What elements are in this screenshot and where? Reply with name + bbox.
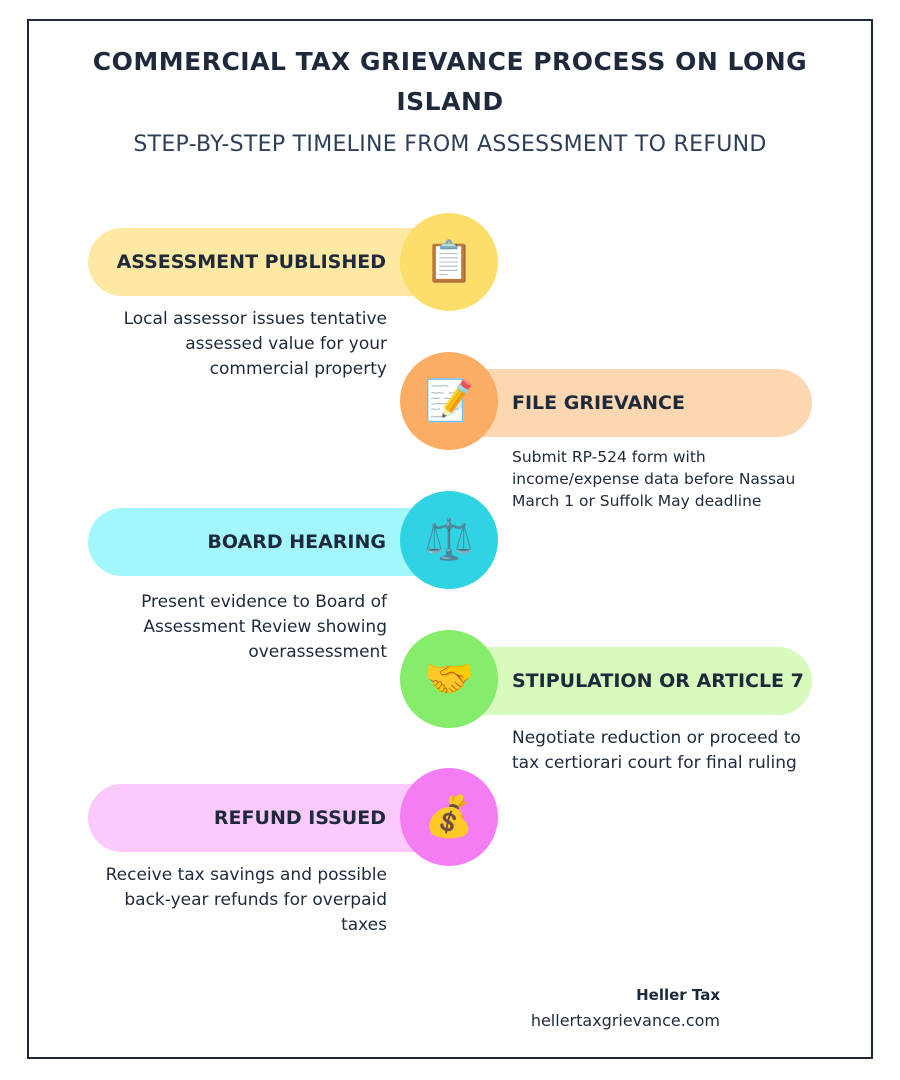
step-description: Negotiate reduction or proceed to tax ce…: [512, 728, 801, 773]
step-description: Submit RP-524 form with income/expense d…: [512, 448, 796, 510]
step-label: ASSESSMENT PUBLISHED: [116, 251, 386, 273]
website-url[interactable]: hellertaxgrievance.com: [530, 1011, 720, 1030]
step-board-hearing-pill: BOARD HEARING: [88, 508, 450, 576]
step-file-grievance-pill: FILE GRIEVANCE: [450, 369, 812, 437]
step-label: FILE GRIEVANCE: [512, 392, 685, 414]
page-subtitle: STEP-BY-STEP TIMELINE FROM ASSESSMENT TO…: [133, 132, 767, 157]
page-title: COMMERCIAL TAX GRIEVANCE PROCESS ON LONG…: [92, 47, 808, 116]
step-label: STIPULATION OR ARTICLE 7: [512, 670, 804, 692]
step-description: Present evidence to Board of Assessment …: [141, 592, 387, 662]
step-label: REFUND ISSUED: [213, 807, 386, 829]
clipboard-icon: 📋: [400, 213, 498, 311]
step-description: Receive tax savings and possible back-ye…: [105, 865, 387, 935]
step-description: Local assessor issues tentative assessed…: [123, 309, 387, 379]
step-stipulation-pill: STIPULATION OR ARTICLE 7: [450, 647, 812, 715]
scales-icon: ⚖️: [400, 491, 498, 589]
memo-pencil-icon: 📝: [400, 352, 498, 450]
handshake-icon: 🤝: [400, 630, 498, 728]
money-bag-icon: 💰: [400, 768, 498, 866]
step-refund-issued-pill: REFUND ISSUED: [88, 784, 450, 852]
brand-name: Heller Tax: [636, 986, 720, 1004]
step-label: BOARD HEARING: [207, 531, 386, 553]
step-assessment-published-pill: ASSESSMENT PUBLISHED: [88, 228, 450, 296]
